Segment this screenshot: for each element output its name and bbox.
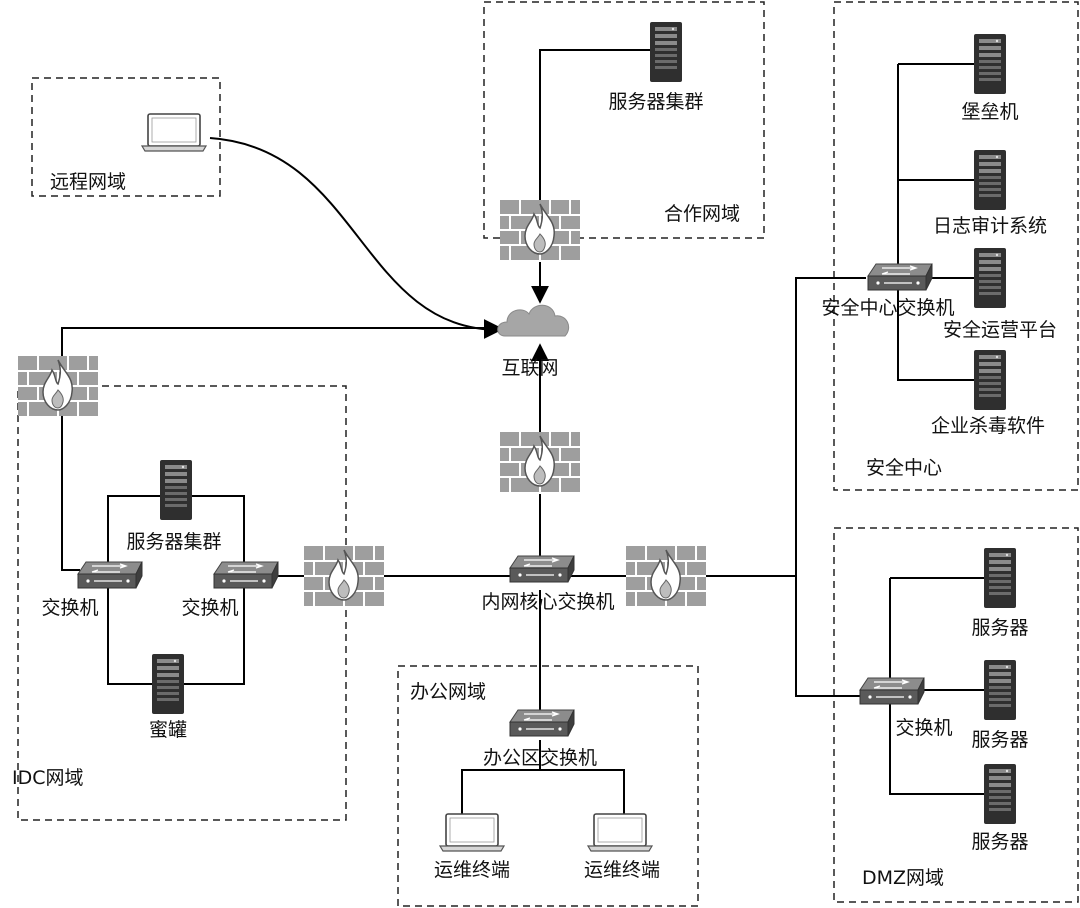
zone-security-center — [833, 1, 1079, 491]
partner-server-cluster-icon — [650, 22, 682, 82]
idc-switch-left-icon — [77, 561, 143, 589]
security-switch-icon — [867, 263, 933, 291]
label-dmz-server-2: 服务器 — [971, 729, 1028, 751]
label-antivirus: 企业杀毒软件 — [931, 415, 1045, 437]
ops-terminal-1-icon — [439, 813, 505, 852]
remote-laptop-icon — [141, 113, 207, 152]
label-idc-servers: 服务器集群 — [126, 531, 221, 553]
zone-label-partner: 合作网域 — [664, 203, 740, 225]
label-bastion: 堡垒机 — [961, 101, 1018, 123]
label-dmz-server-3: 服务器 — [971, 831, 1028, 853]
partner-firewall-icon — [499, 199, 581, 261]
label-partner-servers: 服务器集群 — [608, 91, 703, 113]
label-security-switch: 安全中心交换机 — [821, 297, 954, 319]
label-honeypot: 蜜罐 — [149, 719, 187, 741]
label-log-audit: 日志审计系统 — [933, 215, 1047, 237]
label-dmz-switch: 交换机 — [895, 717, 952, 739]
label-internet: 互联网 — [501, 357, 558, 379]
core-dmz-firewall-icon — [625, 545, 707, 607]
idc-switch-right-icon — [213, 561, 279, 589]
zone-label-office: 办公网域 — [410, 681, 486, 703]
idc-core-firewall-icon — [303, 545, 385, 607]
sec-ops-server-icon — [974, 248, 1006, 308]
label-sec-ops: 安全运营平台 — [943, 319, 1057, 341]
idc-internet-firewall-icon — [17, 355, 99, 417]
label-idc-switch-left: 交换机 — [41, 597, 98, 619]
label-ops-terminal-2: 运维终端 — [584, 859, 660, 881]
zone-partner — [483, 1, 765, 239]
bastion-server-icon — [974, 34, 1006, 94]
honeypot-server-icon — [152, 654, 184, 714]
office-switch-icon — [509, 709, 575, 737]
label-ops-terminal-1: 运维终端 — [434, 859, 510, 881]
antivirus-server-icon — [974, 350, 1006, 410]
zone-remote — [31, 77, 221, 197]
dmz-switch-icon — [859, 677, 925, 705]
log-audit-server-icon — [974, 150, 1006, 210]
zone-label-dmz: DMZ网域 — [862, 867, 944, 889]
idc-server-cluster-icon — [160, 460, 192, 520]
label-office-switch: 办公区交换机 — [483, 747, 597, 769]
zone-label-idc: IDC网域 — [12, 767, 84, 789]
dmz-server-1-icon — [984, 548, 1016, 608]
label-dmz-server-1: 服务器 — [971, 617, 1028, 639]
internet-cloud-icon — [497, 304, 570, 337]
dmz-server-3-icon — [984, 764, 1016, 824]
zone-dmz — [833, 527, 1079, 903]
zone-office — [397, 665, 699, 907]
label-core-switch: 内网核心交换机 — [481, 591, 614, 613]
label-idc-switch-right: 交换机 — [181, 597, 238, 619]
ops-terminal-2-icon — [587, 813, 653, 852]
zone-label-remote: 远程网域 — [50, 171, 126, 193]
dmz-server-2-icon — [984, 660, 1016, 720]
connection-lines — [61, 49, 984, 820]
core-internet-firewall-icon — [499, 431, 581, 493]
zone-label-security: 安全中心 — [866, 457, 942, 479]
core-switch-icon — [509, 555, 575, 583]
